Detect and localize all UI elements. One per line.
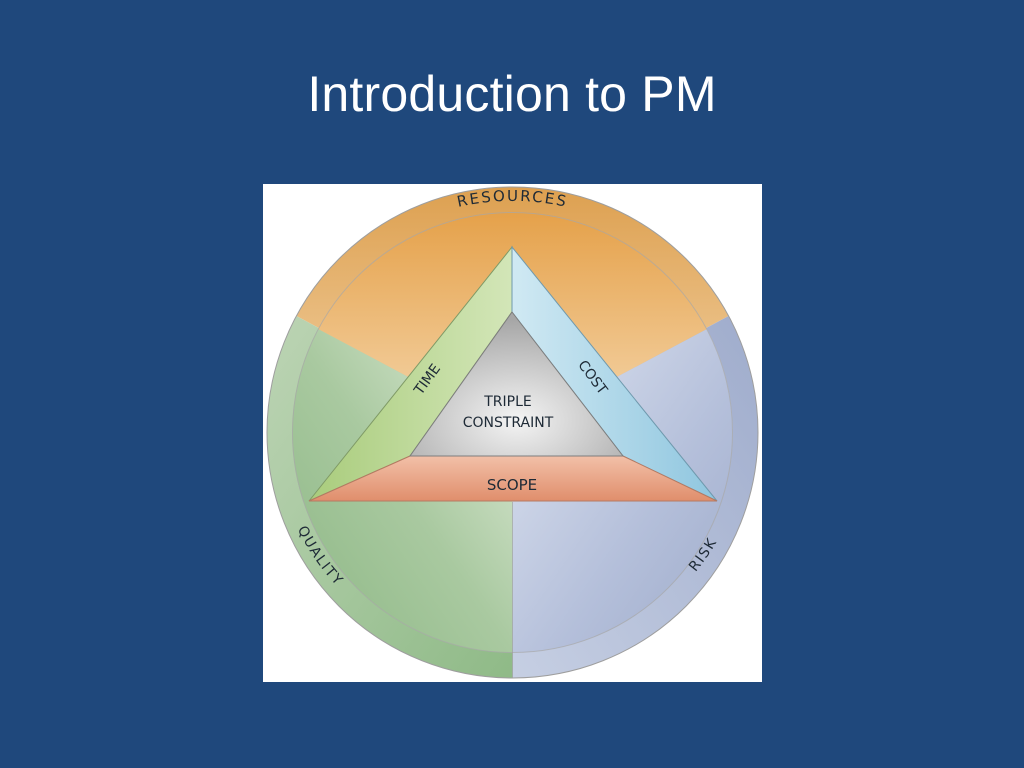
diagram-svg: RESOURCES QUALITY RISK TIME COST SCOPE T… [266, 186, 759, 679]
resources-label: RESOURCES [455, 187, 569, 211]
center-label-line2: CONSTRAINT [463, 415, 554, 431]
slide-title: Introduction to PM [307, 66, 717, 122]
triple-constraint-center [409, 311, 625, 457]
scope-label: SCOPE [487, 476, 537, 494]
center-label-line1: TRIPLE [483, 394, 532, 410]
triple-constraint-diagram: RESOURCES QUALITY RISK TIME COST SCOPE T… [263, 184, 762, 682]
